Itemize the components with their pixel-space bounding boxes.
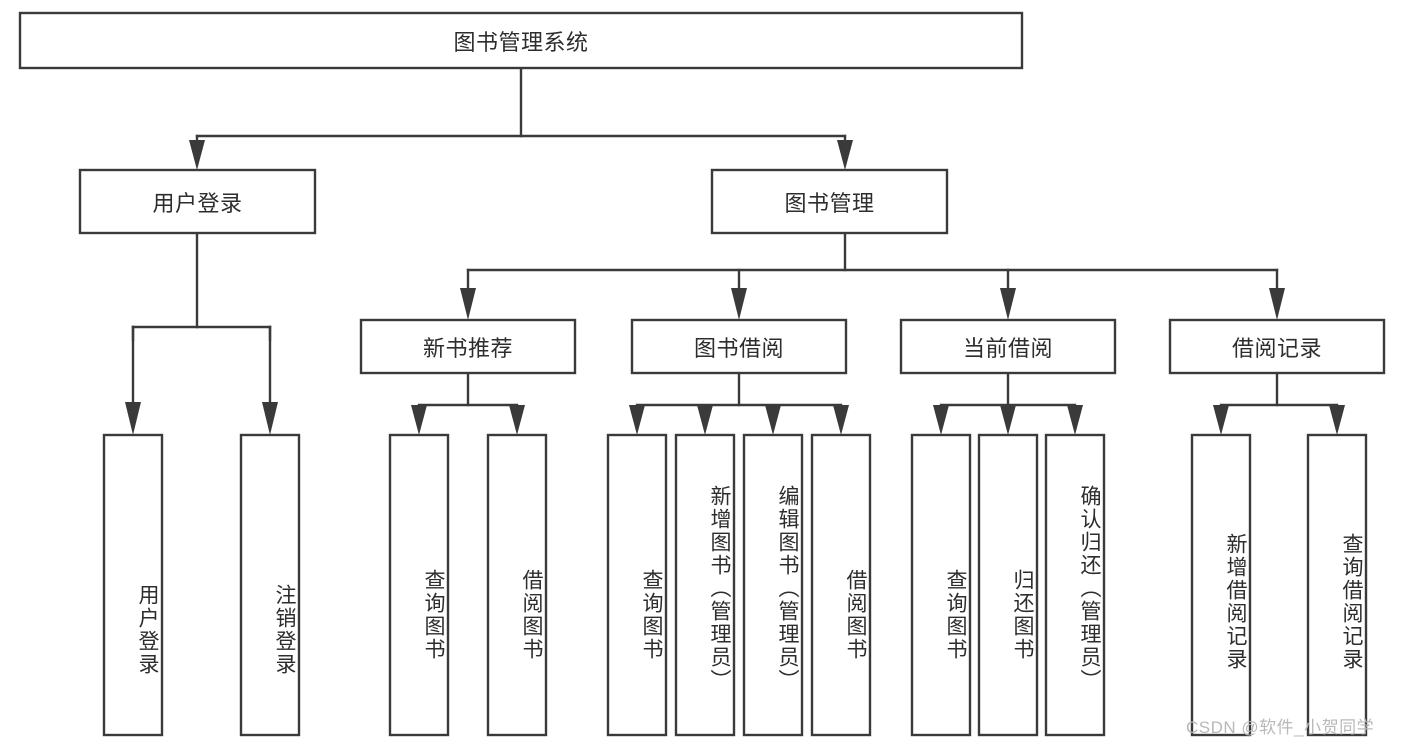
arrow-head-icon (460, 288, 476, 320)
connector-borrowrecord-to-leaves (1213, 371, 1345, 435)
arrow-head-icon (1067, 405, 1083, 435)
arrow-head-icon (1329, 405, 1345, 435)
node-box-leaf[interactable] (810, 433, 872, 737)
node-box-user-login[interactable] (78, 168, 317, 235)
connector-bookborrow-to-leaves (629, 371, 849, 435)
arrow-head-icon (731, 288, 747, 320)
node-box-borrow-record[interactable] (1168, 318, 1386, 375)
arrow-head-icon (262, 402, 278, 435)
arrow-head-icon (1000, 405, 1016, 435)
arrow-head-icon (1269, 288, 1285, 320)
node-box-leaf[interactable] (239, 433, 301, 737)
node-box-leaf[interactable] (1190, 433, 1252, 737)
arrow-head-icon (411, 405, 427, 435)
arrow-head-icon (509, 405, 525, 435)
node-box-leaf[interactable] (1044, 433, 1106, 737)
node-box-leaf[interactable] (910, 433, 972, 737)
node-box-leaf[interactable] (606, 433, 668, 737)
connector-newbook-to-leaves (411, 371, 525, 435)
node-box-leaf[interactable] (674, 433, 736, 737)
connector-bookmgmt-to-level2 (460, 231, 1285, 320)
node-box-leaf[interactable] (102, 433, 164, 737)
arrow-head-icon (837, 140, 853, 170)
arrow-head-icon (629, 405, 645, 435)
arrow-head-icon (189, 140, 205, 170)
node-box-book-borrow[interactable] (630, 318, 848, 375)
node-box-leaf[interactable] (486, 433, 548, 737)
arrow-head-icon (765, 405, 781, 435)
arrow-head-icon (697, 405, 713, 435)
node-box-new-book-recommend[interactable] (359, 318, 577, 375)
connector-currentborrow-to-leaves (933, 371, 1083, 435)
arrow-head-icon (933, 405, 949, 435)
node-box-book-management[interactable] (710, 168, 949, 235)
arrow-head-icon (1000, 288, 1016, 320)
connector-userlogin-to-leaves (125, 231, 278, 435)
arrow-head-icon (833, 405, 849, 435)
arrow-head-icon (125, 402, 141, 435)
node-box-current-borrow[interactable] (899, 318, 1117, 375)
connector-root-to-level1 (189, 66, 853, 170)
node-box-leaf[interactable] (977, 433, 1039, 737)
node-box-leaf[interactable] (388, 433, 450, 737)
node-box-root[interactable] (18, 11, 1024, 70)
arrow-head-icon (1213, 405, 1229, 435)
node-box-leaf[interactable] (742, 433, 804, 737)
node-box-leaf[interactable] (1306, 433, 1368, 737)
